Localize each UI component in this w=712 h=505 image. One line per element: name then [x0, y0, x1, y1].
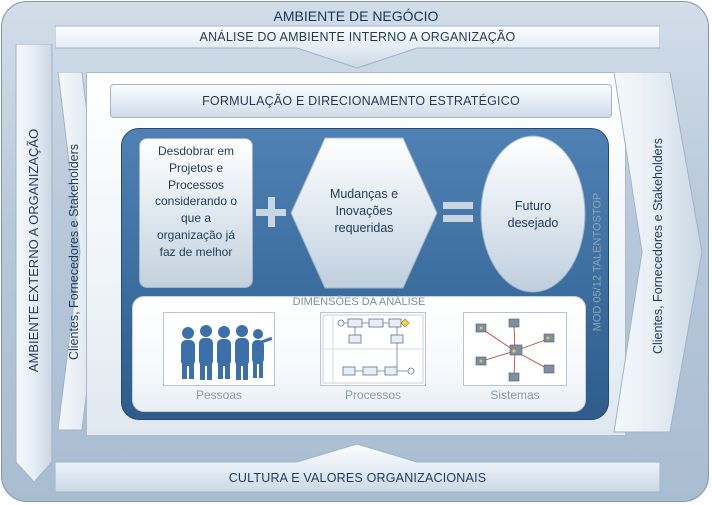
future-ellipse	[480, 135, 586, 293]
internal-analysis-band-shape	[55, 25, 660, 69]
internal-analysis-label: ANÁLISE DO AMBIENTE INTERNO A ORGANIZAÇÃ…	[199, 30, 516, 44]
strategic-formulation-bar: FORMULAÇÃO E DIRECIONAMENTO ESTRATÉGICO	[110, 84, 612, 118]
culture-values-band-shape	[55, 444, 660, 493]
systems-image	[463, 312, 567, 386]
plus-icon	[256, 197, 286, 227]
processes-image	[320, 312, 426, 386]
external-environment-arrow-shape	[15, 44, 53, 483]
process-flowchart-icon	[322, 314, 424, 384]
equals-icon	[443, 202, 473, 222]
culture-values-label: CULTURA E VALORES ORGANIZACIONAIS	[228, 471, 487, 485]
network-systems-icon	[475, 318, 555, 382]
watermark-text: MOD 05/12 TALENTOSTOP	[591, 192, 604, 332]
people-silhouettes-icon	[181, 325, 273, 380]
external-environment-label: AMBIENTE EXTERNO A ORGANIZAÇÃO	[26, 128, 42, 372]
changes-hexagon	[290, 137, 438, 289]
stakeholders-right-label: Clientes, Fornecedores e Stakeholders	[651, 137, 665, 355]
changes-label: Mudanças e Inovações requeridas	[329, 187, 399, 235]
dimensions-title: DIMENSÕES DA ANÁLISE	[292, 296, 426, 308]
people-caption: Pessoas	[195, 388, 243, 402]
future-label: Futuro desejado	[507, 199, 559, 230]
stakeholders-right-arrow-shape	[613, 72, 703, 433]
business-environment-title: AMBIENTE DE NEGÓCIO	[273, 8, 439, 24]
processes-caption: Processos	[344, 388, 402, 402]
people-image	[163, 312, 275, 386]
deploy-label: Desdobrar em Projetos e Processos consid…	[154, 144, 238, 259]
stakeholders-left-label: Clientes, Fornecedores e Stakeholders	[67, 143, 81, 361]
systems-caption: Sistemas	[490, 388, 540, 402]
deploy-box	[139, 138, 253, 288]
